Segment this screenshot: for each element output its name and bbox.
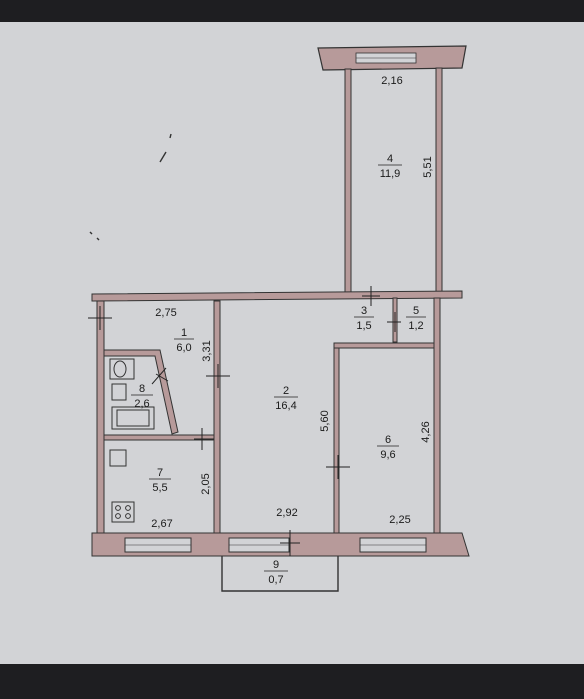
room-8-number: 8 xyxy=(139,383,145,395)
room6-length-dim: 4,26 xyxy=(420,421,432,442)
room2-length-dim: 5,60 xyxy=(319,410,331,431)
bathroom-fixtures xyxy=(109,358,155,523)
bathtub-icon xyxy=(111,406,155,430)
room-4-number: 4 xyxy=(387,153,393,165)
room7-width-dim: 2,67 xyxy=(151,518,172,530)
room-1-number: 1 xyxy=(181,327,187,339)
room-8-area: 2,6 xyxy=(134,398,149,410)
room6-width-dim: 2,25 xyxy=(389,514,410,526)
room-3-area: 1,5 xyxy=(356,320,371,332)
room-4-area: 11,9 xyxy=(380,168,401,180)
stove-icon xyxy=(111,501,135,523)
washbasin-icon xyxy=(111,383,127,401)
room-9-number: 9 xyxy=(273,559,279,571)
room2-width-dim: 2,92 xyxy=(276,507,297,519)
room4-length-dim: 5,51 xyxy=(422,156,434,177)
room-1-area: 6,0 xyxy=(176,342,191,354)
door-marks xyxy=(88,286,401,556)
dimension-labels: 2,16 5,51 2,75 3,31 5,60 4,26 2,05 2,67 … xyxy=(151,75,434,530)
room-9-area: 0,7 xyxy=(268,574,283,586)
room7-height-dim: 2,05 xyxy=(200,473,212,494)
room4-width-dim: 2,16 xyxy=(381,75,402,87)
room1-height-dim: 3,31 xyxy=(201,340,213,361)
balcony xyxy=(221,555,339,592)
room-5-area: 1,2 xyxy=(408,320,423,332)
room-5-number: 5 xyxy=(413,305,419,317)
room-2-number: 2 xyxy=(283,385,289,397)
room-3-number: 3 xyxy=(361,305,367,317)
room-6-number: 6 xyxy=(385,434,391,446)
room-2-area: 16,4 xyxy=(275,400,296,412)
apartment-walls xyxy=(91,290,470,557)
room1-width-dim: 2,75 xyxy=(155,307,176,319)
toilet-icon xyxy=(109,358,135,380)
pen-marks xyxy=(89,133,172,241)
room-labels: 1 6,0 2 16,4 3 1,5 4 11,9 5 1,2 6 9,6 7 … xyxy=(131,153,426,586)
sink-icon xyxy=(109,449,127,467)
room-7-number: 7 xyxy=(157,467,163,479)
room-6-area: 9,6 xyxy=(380,449,395,461)
room-7-area: 5,5 xyxy=(152,482,167,494)
